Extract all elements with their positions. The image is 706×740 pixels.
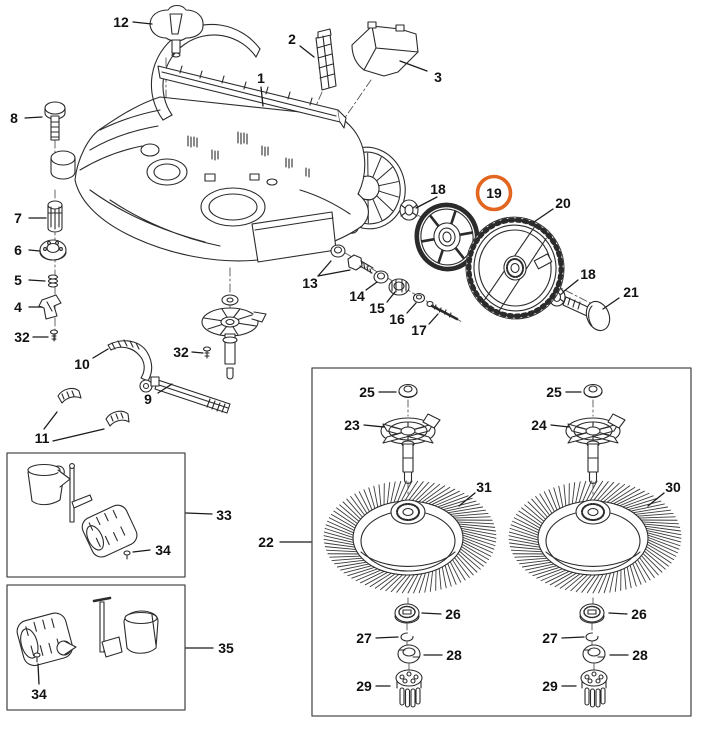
part-10-lever bbox=[108, 340, 152, 392]
part-19-gear-wheel bbox=[410, 198, 485, 276]
box-35-contents bbox=[15, 598, 158, 668]
part-21-bolt bbox=[563, 297, 614, 334]
part-5-spring bbox=[49, 275, 58, 287]
part-32-screw-right bbox=[204, 347, 211, 358]
brush-column bbox=[324, 385, 496, 708]
hardware-13-17 bbox=[331, 245, 457, 319]
part-2-grid-strip bbox=[316, 29, 336, 90]
part-6-bearing bbox=[40, 240, 66, 260]
leader-lines bbox=[25, 22, 664, 686]
part-11-clips bbox=[58, 389, 129, 426]
part-8-bolt bbox=[45, 102, 65, 140]
impeller-assembly bbox=[202, 295, 266, 379]
box-33-contents bbox=[28, 464, 140, 561]
machine-body bbox=[51, 24, 368, 262]
part-32-screw-left bbox=[51, 330, 58, 341]
part-18-bushing-left bbox=[400, 200, 418, 220]
part-12-knob bbox=[150, 6, 203, 58]
part-3-cover bbox=[352, 22, 418, 76]
highlight-circle bbox=[478, 177, 511, 210]
part-9-bar bbox=[151, 377, 230, 413]
part-7-cylinder bbox=[48, 201, 62, 232]
part-20-wheel bbox=[459, 211, 570, 326]
